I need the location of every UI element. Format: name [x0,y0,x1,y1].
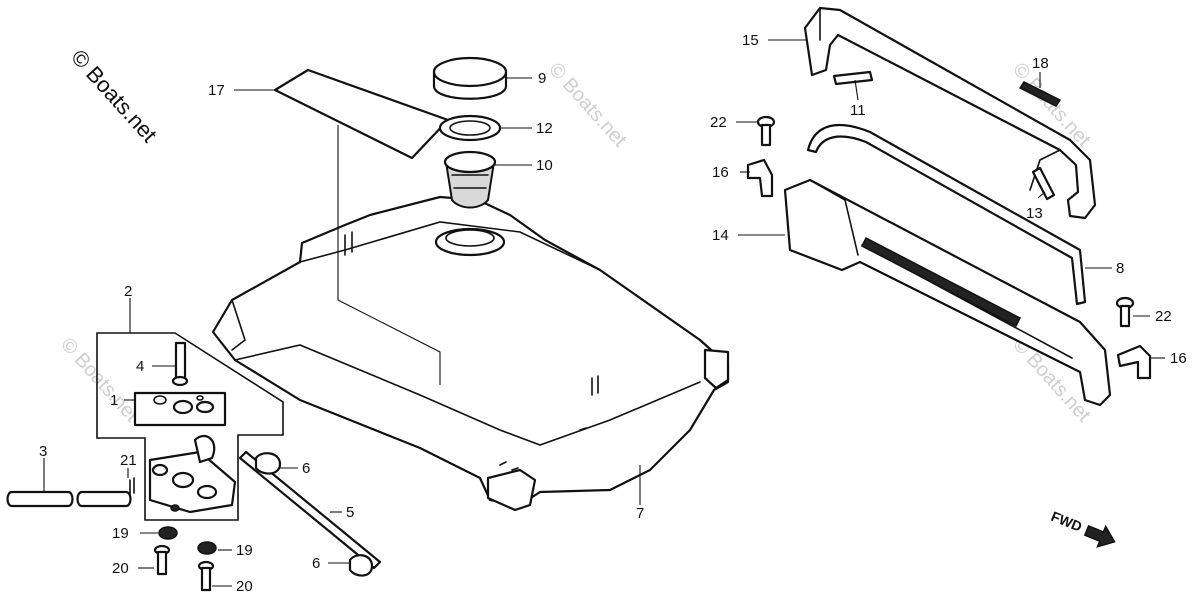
callout-6: 6 [302,460,310,477]
part-11-seal [438,114,502,142]
callout-10: 10 [536,157,553,174]
callout-20: 20 [112,560,129,577]
part-2-pump-assembly [96,332,284,521]
part-12-pin [832,70,874,86]
watermark: © Boats.net [544,59,631,152]
callout-11: 12 [536,120,553,137]
part-17-decal [273,68,450,160]
part-6-clamp [254,452,374,577]
callout-14: 14 [712,227,729,244]
callout-22b: 22 [1155,308,1172,325]
part-8-strip [806,123,1087,306]
part-5-strap [238,450,382,570]
callout-20b: 20 [236,578,253,595]
part-15-frame [803,6,1097,220]
callout-9: 9 [538,70,546,87]
part-3-hoses [6,490,132,508]
callout-19: 19 [112,525,129,542]
callout-labels: 17 9 12 10 2 4 1 3 21 6 5 6 7 19 20 19 2… [39,32,1187,595]
callout-16: 16 [712,164,729,181]
callout-17: 17 [208,82,225,99]
callout-5: 5 [346,504,354,521]
callout-22: 22 [710,114,727,131]
part-19-washer [158,526,217,555]
part-13-pin [1031,166,1056,201]
callout-21: 21 [120,452,137,469]
callout-6b: 6 [312,555,320,572]
part-9-cap [432,56,508,100]
part-10-filter [443,150,497,209]
part-7-fuel-tank [211,195,730,512]
callout-12: 11 [850,102,866,119]
callout-4: 4 [136,358,144,375]
part-21-clip [129,477,135,496]
copyright-text: © Boats.net [66,45,162,147]
fwd-arrow: FWD [1049,508,1116,548]
callout-13: 13 [1026,205,1043,222]
callout-8: 8 [1116,260,1124,277]
callout-2: 2 [124,283,132,300]
part-20-screw [153,544,215,592]
leader-lines [43,39,1165,587]
callout-19b: 19 [236,542,253,559]
callout-15: 15 [742,32,759,49]
watermark: © Boats.net [56,334,143,427]
fwd-label: FWD [1049,508,1085,535]
part-18-label [1018,81,1062,107]
callout-7: 7 [636,505,644,522]
part-16-bracket [746,158,1152,380]
callout-18: 18 [1032,55,1049,72]
part-14-cover [783,178,1112,407]
callout-3: 3 [39,443,47,460]
callout-1: 1 [110,392,118,409]
callout-16b: 16 [1170,350,1187,367]
